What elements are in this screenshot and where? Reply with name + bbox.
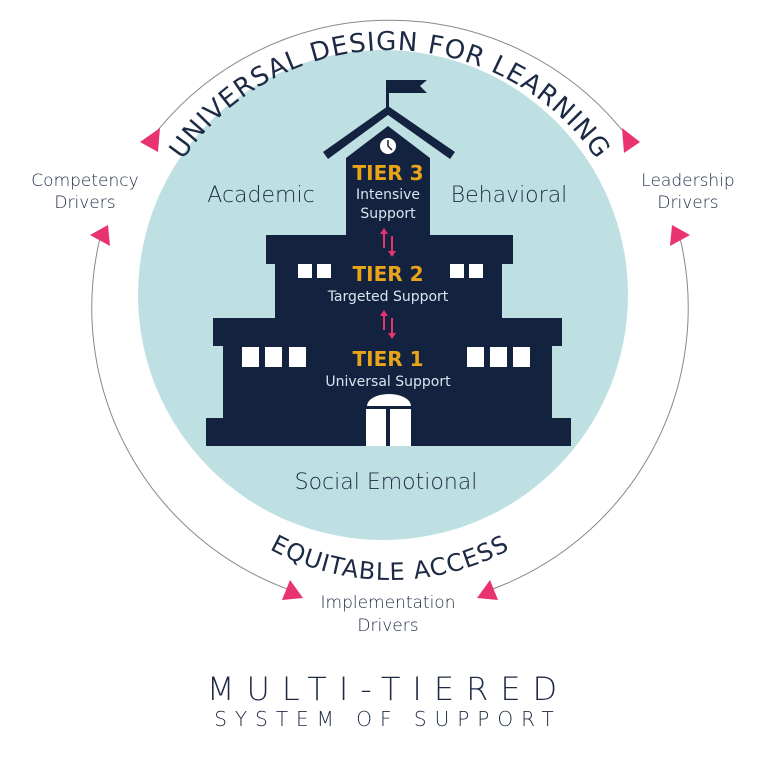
- arrows-icon: [380, 310, 396, 339]
- window: [513, 347, 530, 367]
- domain-behavioral: Behavioral: [451, 183, 568, 208]
- window: [265, 347, 282, 367]
- door: [390, 409, 411, 446]
- leadership-drivers-line1: Leadership: [641, 171, 734, 191]
- flag-icon: [389, 80, 427, 93]
- window: [242, 347, 259, 367]
- tier1-title: TIER 1: [352, 347, 423, 371]
- tier2-title: TIER 2: [352, 262, 423, 286]
- tier3-title: TIER 3: [352, 161, 423, 185]
- window: [450, 264, 464, 278]
- tier2-subtitle: Targeted Support: [327, 289, 449, 305]
- domain-academic: Academic: [207, 183, 314, 208]
- tier1-subtitle: Universal Support: [325, 374, 451, 390]
- domain-social-emotional: Social Emotional: [295, 470, 478, 495]
- top-arc: [157, 19, 623, 131]
- door: [366, 409, 386, 446]
- window: [469, 264, 483, 278]
- arrowhead-icon: [622, 128, 640, 153]
- window: [317, 264, 331, 278]
- implementation-drivers-line2: Drivers: [357, 616, 418, 636]
- school-building: [206, 80, 571, 446]
- window: [289, 347, 306, 367]
- tower: [346, 126, 430, 236]
- title-line2: SYSTEM OF SUPPORT: [214, 707, 562, 731]
- flag-pole: [386, 80, 389, 110]
- arrowhead-icon: [670, 225, 690, 246]
- window: [467, 347, 484, 367]
- arrowhead-icon: [90, 225, 110, 246]
- window: [298, 264, 312, 278]
- leadership-drivers-line2: Drivers: [657, 193, 718, 213]
- door-arch: [367, 394, 411, 406]
- cycle-arrows: [91, 19, 689, 591]
- arrowhead-icon: [477, 580, 498, 600]
- competency-drivers-line1: Competency: [31, 171, 138, 191]
- right-arc: [489, 237, 689, 591]
- title-line1: MULTI-TIERED: [207, 670, 569, 708]
- left-arc: [91, 237, 291, 591]
- competency-drivers-line2: Drivers: [54, 193, 115, 213]
- arrowhead-icon: [140, 128, 160, 152]
- tier3-line2: Support: [360, 206, 416, 222]
- implementation-drivers-line1: Implementation: [321, 593, 456, 613]
- tier3-line1: Intensive: [356, 187, 420, 203]
- arrowhead-icon: [282, 580, 303, 600]
- arrows-icon: [380, 228, 396, 257]
- window: [490, 347, 507, 367]
